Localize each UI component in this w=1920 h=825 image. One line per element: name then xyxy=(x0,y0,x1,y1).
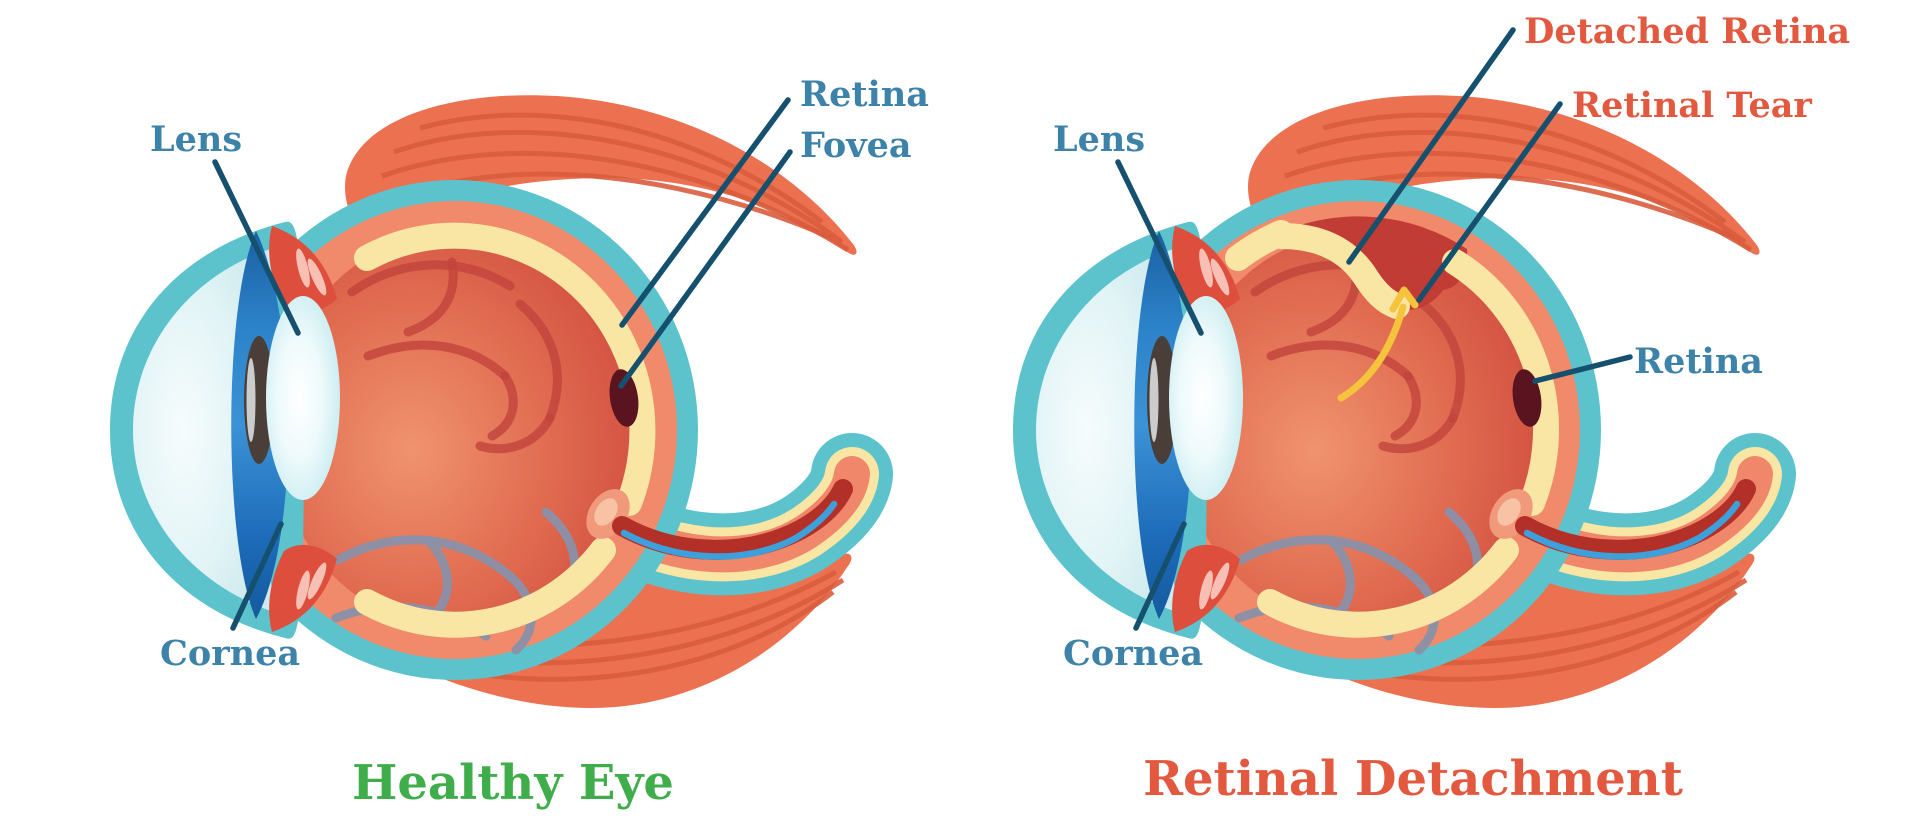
retina-leader-line xyxy=(1532,354,1633,384)
label-detached-retina: Detached Retina xyxy=(1524,11,1850,52)
label-fovea: Fovea xyxy=(800,125,912,166)
retinal-tear-leader-line xyxy=(1416,101,1563,303)
cornea-leader-line xyxy=(1133,521,1187,631)
retinal-detachment-panel: Lens Cornea Detached Retina Retinal Tear… xyxy=(1013,11,1850,807)
label-cornea: Cornea xyxy=(160,633,300,674)
fovea-leader-line xyxy=(618,149,793,389)
retina-layer-lower xyxy=(354,537,616,638)
lens-leader-line xyxy=(212,159,301,336)
label-retinal-tear: Retinal Tear xyxy=(1572,85,1812,126)
lens-leader-line xyxy=(1115,159,1204,336)
detachment-arrow-icon xyxy=(1337,286,1419,402)
retinal-detachment-title: Retinal Detachment xyxy=(1143,751,1683,807)
label-retina: Retina xyxy=(800,74,929,115)
label-cornea: Cornea xyxy=(1063,633,1203,674)
arrow-shaft xyxy=(1337,303,1407,402)
detached-retina-leader-line xyxy=(1346,27,1516,265)
retina-attached-upper xyxy=(1442,249,1559,516)
retina-layer-upper xyxy=(354,222,656,516)
arrow-head xyxy=(1389,286,1419,313)
label-retina: Retina xyxy=(1634,341,1763,382)
cornea-leader-line xyxy=(230,521,284,631)
retina-layer-lower xyxy=(1257,537,1519,638)
healthy-eye-panel: Lens Cornea Retina Fovea Healthy Eye xyxy=(110,74,929,811)
label-lens: Lens xyxy=(150,119,242,160)
retina-leader-line xyxy=(619,97,791,328)
detached-retina-fold xyxy=(1268,223,1410,319)
label-lens: Lens xyxy=(1053,119,1145,160)
healthy-eye-title: Healthy Eye xyxy=(352,755,674,811)
